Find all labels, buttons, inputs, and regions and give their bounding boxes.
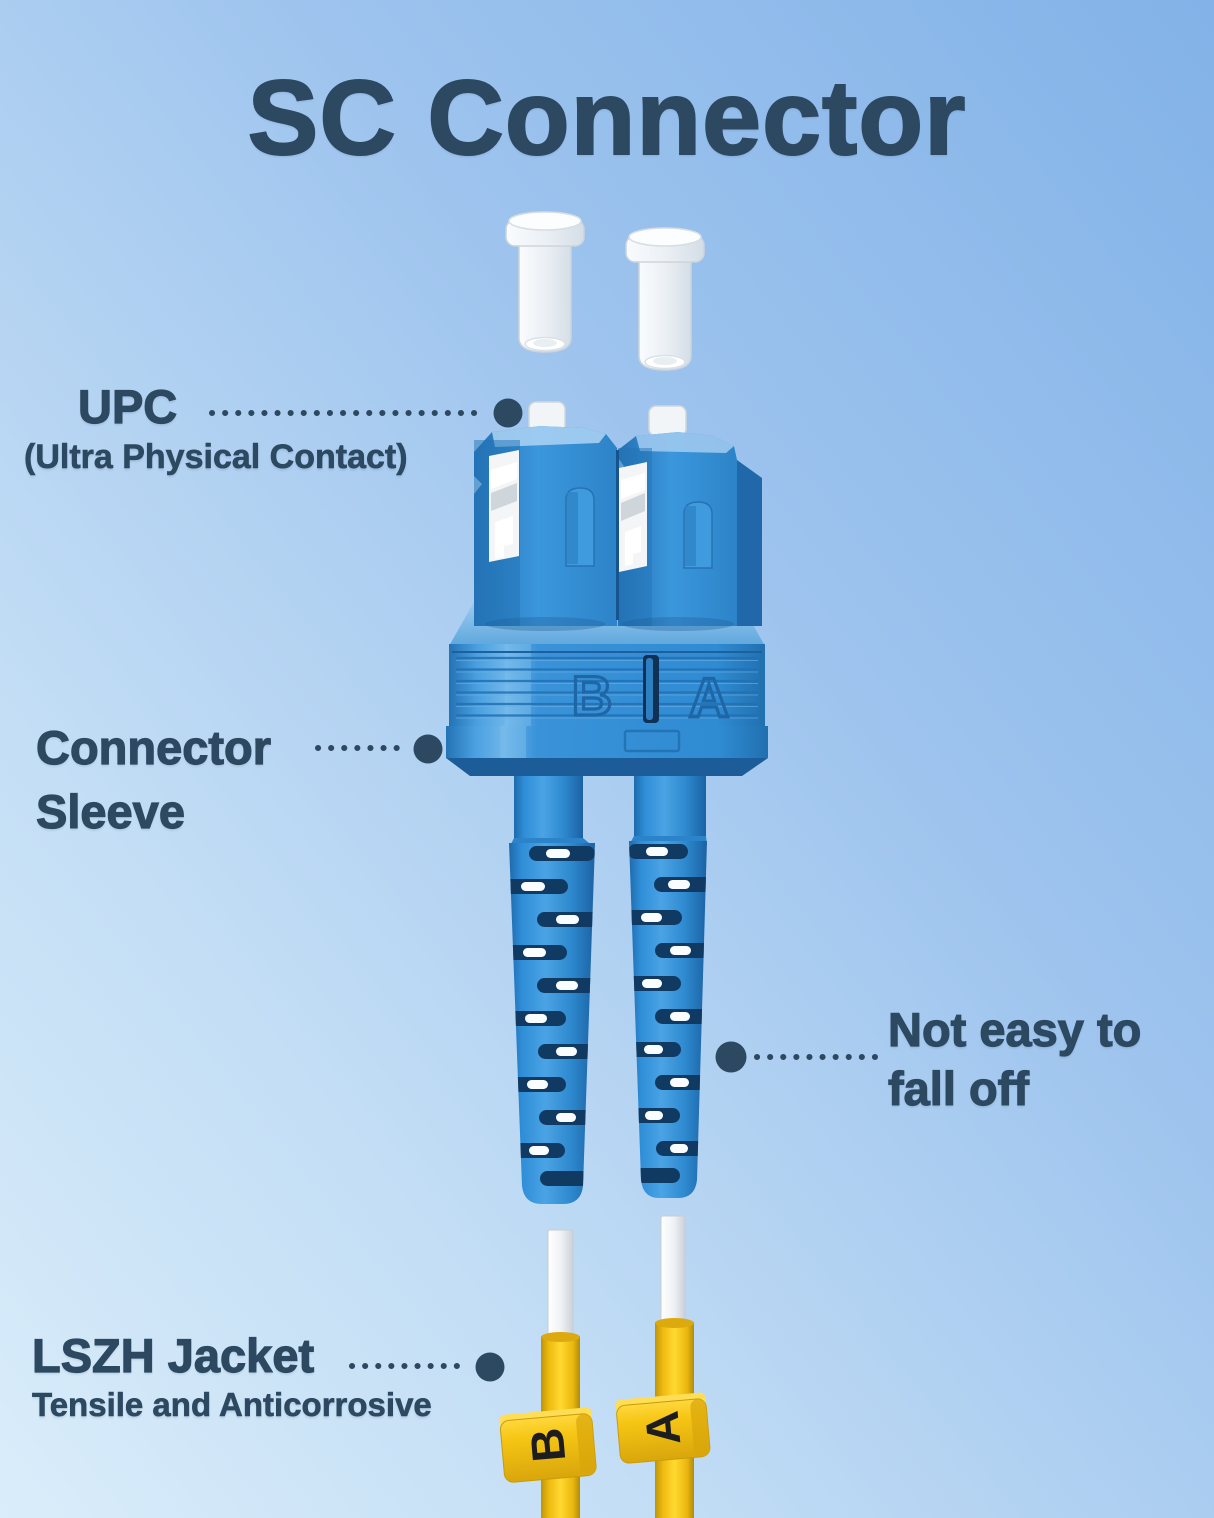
- callout-connector-sleeve: Connector Sleeve: [35, 716, 271, 844]
- sleeve-letter-left: B: [572, 664, 612, 727]
- callout-lszh-jacket-title: LSZH Jacket: [31, 1328, 315, 1382]
- plug-left: [474, 401, 619, 626]
- sleeve-leader-dot: [413, 734, 443, 764]
- ferrule-right: [648, 405, 687, 437]
- jacket-leader-dot: [475, 1352, 505, 1382]
- page-title: SC Connector: [247, 58, 967, 178]
- dust-cap-left: [505, 211, 585, 353]
- dust-cap-right: [625, 227, 705, 371]
- cable-right: A: [615, 1215, 711, 1518]
- boot-right: [629, 768, 707, 1198]
- plug-right: [618, 405, 762, 626]
- boot-left-slots: [509, 846, 595, 1186]
- cable-tag-letter-left: B: [520, 1426, 576, 1464]
- callout-falloff-line1: Not easy to: [887, 1002, 1142, 1056]
- callout-not-easy-to-fall-off: Not easy to fall off: [887, 1000, 1142, 1118]
- sleeve-grip-ribs: [456, 656, 758, 717]
- callout-upc-title: UPC: [77, 379, 178, 433]
- callout-connector-sleeve-line2: Sleeve: [35, 784, 185, 838]
- sleeve-letter-right: A: [689, 666, 729, 729]
- callout-lszh-jacket-subtitle: Tensile and Anticorrosive: [32, 1386, 432, 1424]
- fiber-stub-left: [547, 1229, 574, 1343]
- sleeve-flange: [446, 726, 768, 758]
- cable-tag-left: B: [499, 1407, 597, 1483]
- boot-left: [509, 768, 595, 1204]
- connector-sleeve: B A: [446, 644, 768, 776]
- callout-upc-subtitle: (Ultra Physical Contact): [24, 438, 408, 477]
- leader-lines: [209, 398, 887, 1382]
- fiber-stub-right: [660, 1215, 686, 1329]
- falloff-leader-dot: [715, 1041, 747, 1073]
- callout-connector-sleeve-line1: Connector: [35, 720, 271, 774]
- callout-falloff-line2: fall off: [887, 1061, 1029, 1115]
- cable-tag-letter-right: A: [635, 1409, 691, 1447]
- boot-right-slots: [629, 844, 707, 1183]
- cable-tag-right: A: [615, 1392, 711, 1464]
- sleeve-bottom-face: [446, 758, 768, 776]
- sleeve-engraved-rect: [623, 729, 681, 753]
- upc-leader-dot: [493, 398, 523, 428]
- cable-left: B: [499, 1229, 597, 1518]
